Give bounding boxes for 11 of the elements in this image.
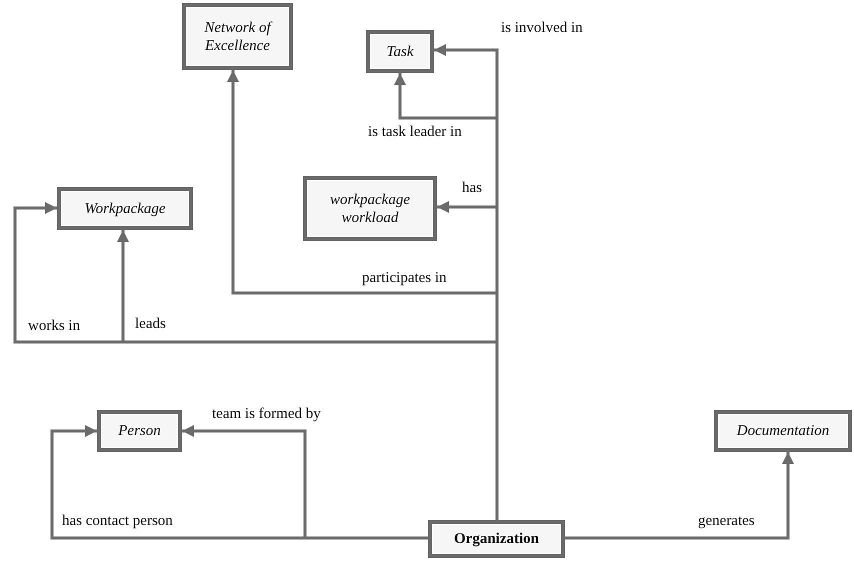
edge-label: team is formed by	[211, 406, 322, 422]
class-box: workpackage workload	[303, 176, 437, 241]
class-box: Network of Excellence	[182, 3, 293, 70]
arrow	[565, 452, 794, 540]
edge-label: participates in	[361, 270, 448, 286]
class-box: Organization	[428, 520, 565, 558]
class-box: Workpackage	[57, 187, 193, 230]
class-box: Task	[366, 30, 434, 73]
class-box: Person	[97, 410, 182, 452]
edge-label: has contact person	[61, 513, 174, 530]
class-box: Documentation	[714, 410, 852, 452]
